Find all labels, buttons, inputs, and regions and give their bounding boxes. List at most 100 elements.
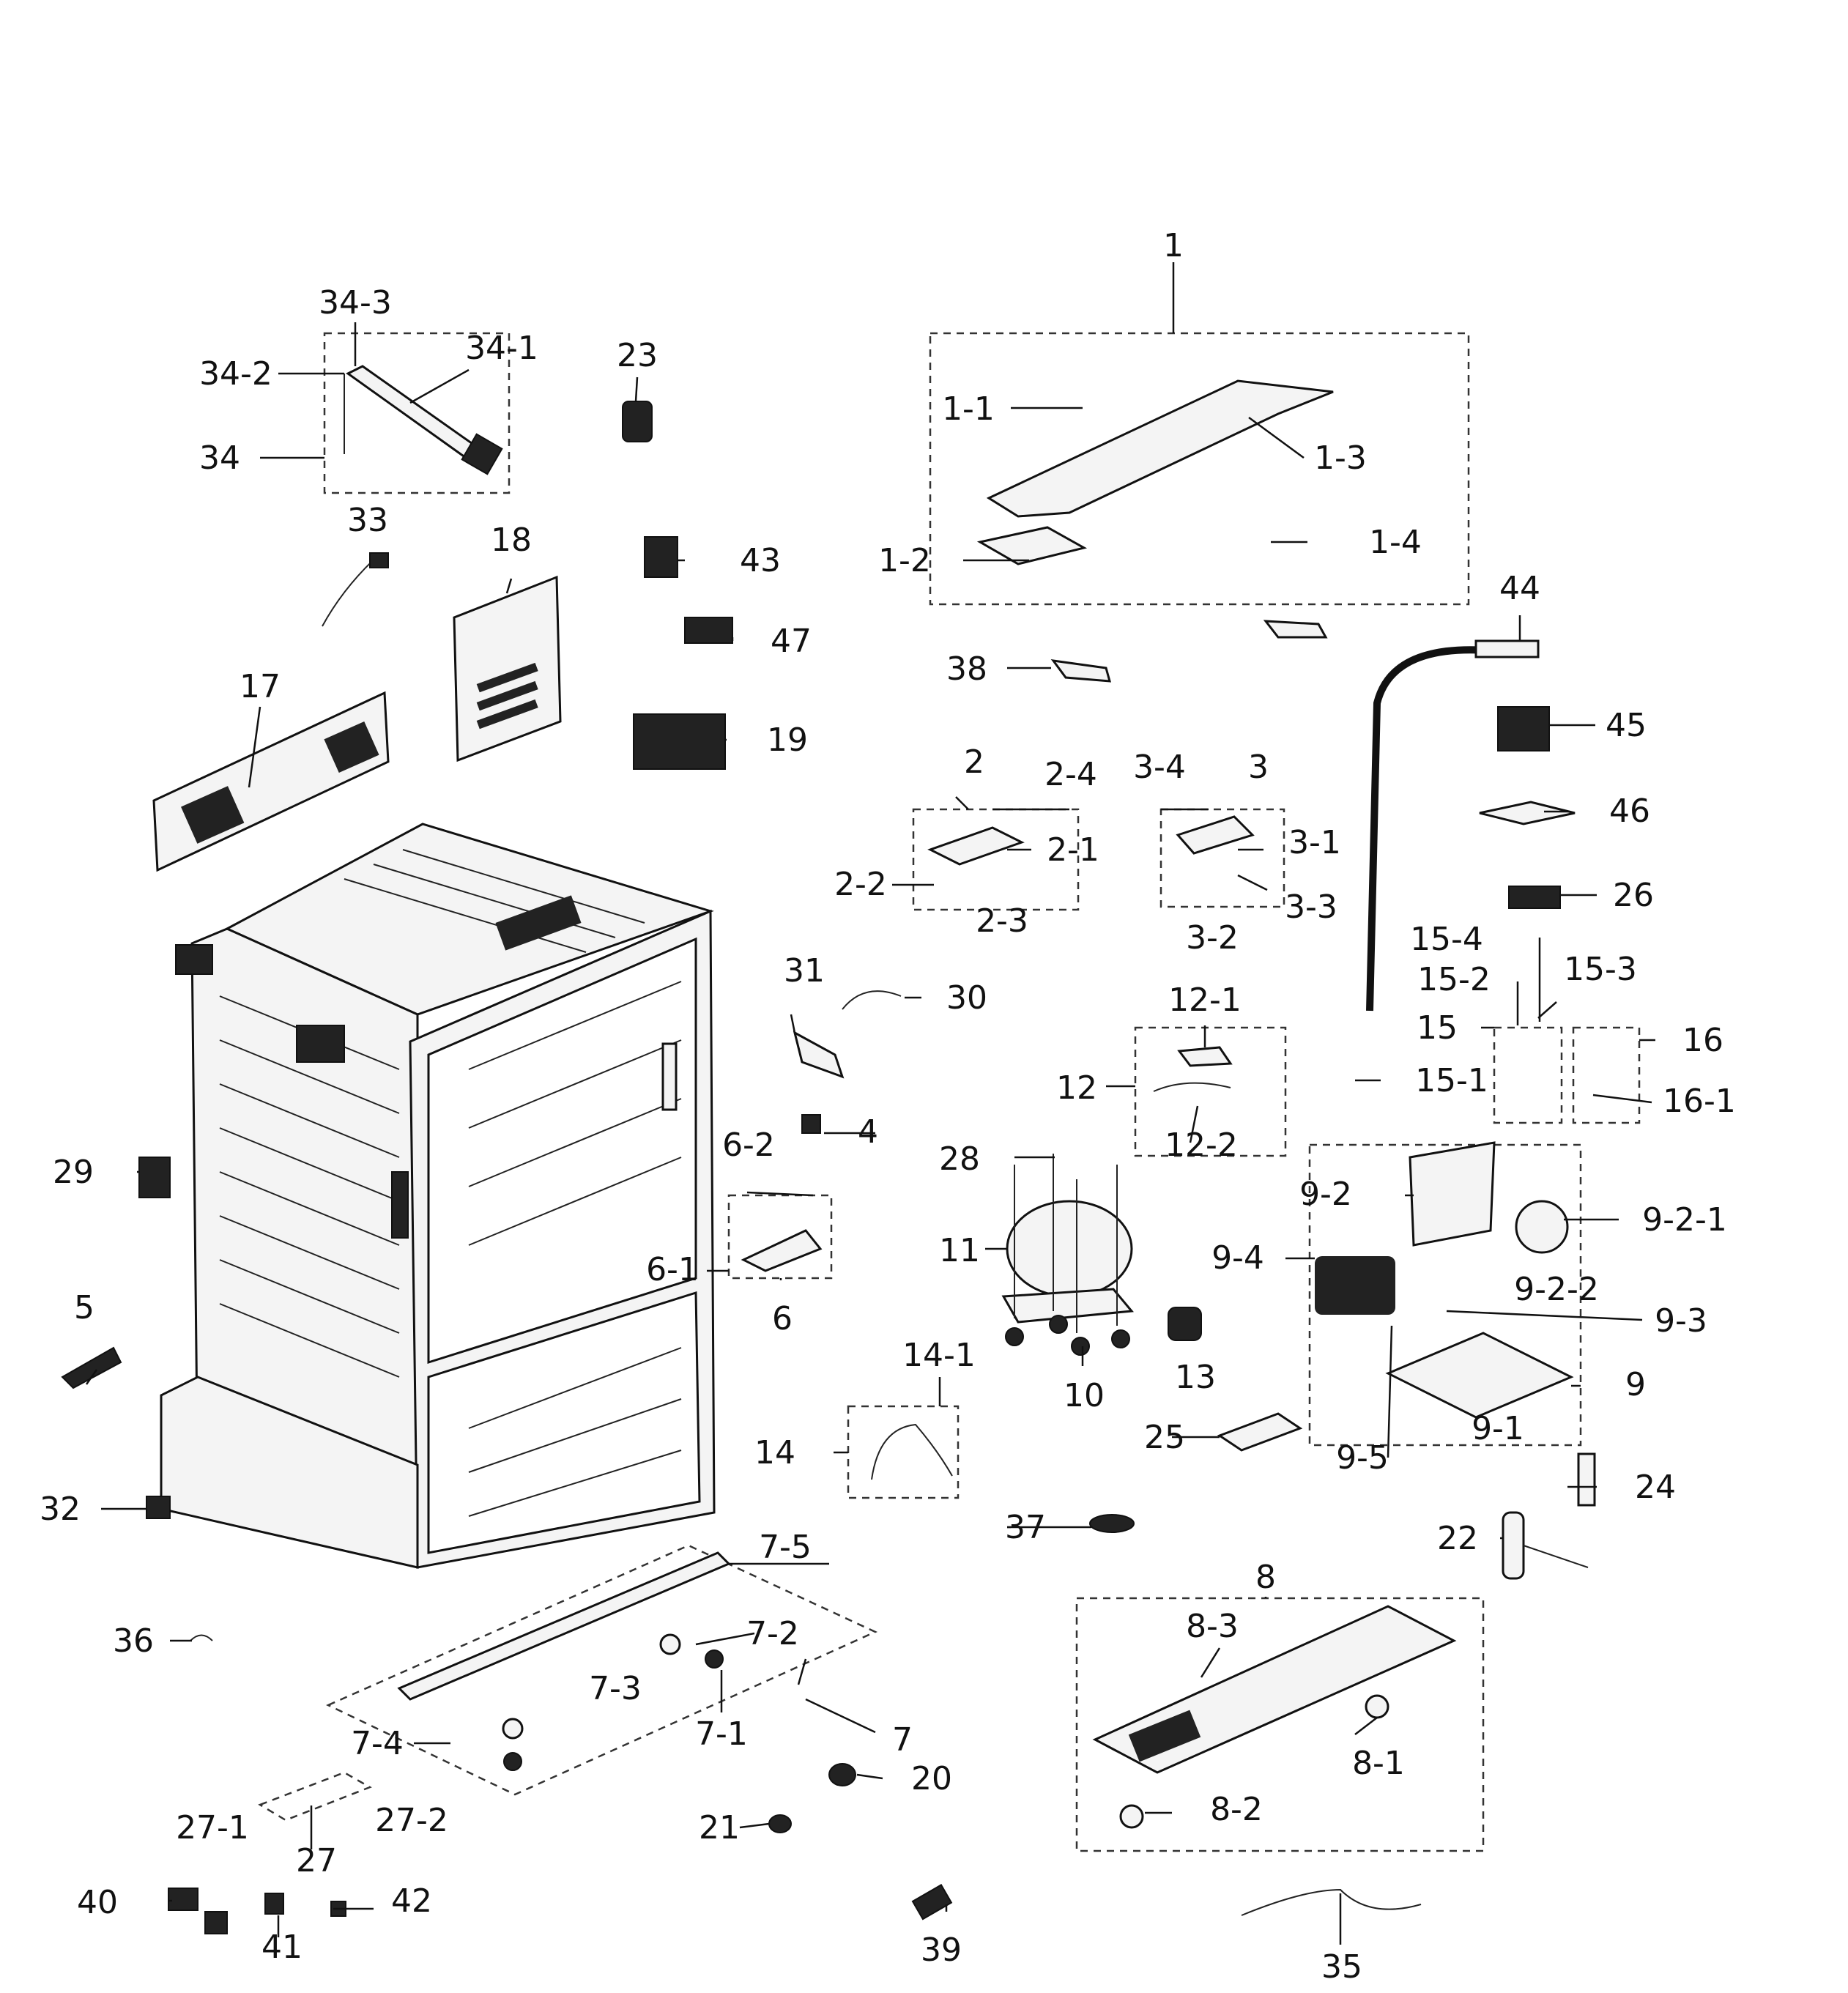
callout-7: 7 — [892, 1721, 913, 1759]
leader-lines — [85, 262, 1655, 1945]
callout-47: 47 — [771, 623, 812, 660]
part-8-1-roller — [1365, 1694, 1389, 1719]
callout-22: 22 — [1437, 1520, 1478, 1557]
callout-9-3: 9-3 — [1655, 1302, 1707, 1340]
group-box-3 — [1159, 808, 1285, 908]
part-6-1-hinge — [741, 1229, 823, 1272]
cabinet-front-switch — [391, 1171, 409, 1239]
callout-23: 23 — [617, 337, 658, 374]
part-2-1-plate — [927, 826, 1025, 866]
callout-6: 6 — [772, 1300, 793, 1337]
callout-9-4: 9-4 — [1211, 1239, 1264, 1277]
part-21-spring — [768, 1814, 792, 1833]
part-10-base — [1001, 1288, 1134, 1324]
callout-15-4: 15-4 — [1410, 921, 1483, 958]
part-26-clip — [1508, 886, 1561, 909]
callout-3-1: 3-1 — [1288, 824, 1341, 861]
callout-37: 37 — [1005, 1509, 1046, 1546]
callout-16: 16 — [1682, 1022, 1723, 1059]
part-7-5-rail — [397, 1551, 731, 1701]
callout-26: 26 — [1613, 877, 1654, 914]
group-box-16 — [1572, 1026, 1641, 1124]
callout-27-2: 27-2 — [375, 1802, 448, 1839]
group-box-14 — [847, 1405, 960, 1499]
callout-1-4: 1-4 — [1369, 524, 1422, 561]
part-32-clip — [146, 1496, 171, 1519]
callout-12-1: 12-1 — [1168, 981, 1242, 1019]
group-box-12 — [1134, 1026, 1287, 1157]
cabinet-side-bracket — [296, 1025, 345, 1063]
part-1-3-top-plate — [986, 379, 1334, 518]
part-10-grommet-4 — [1111, 1329, 1130, 1348]
callout-35: 35 — [1321, 1948, 1362, 1986]
part-45-valve — [1497, 706, 1550, 751]
callout-9-2-2: 9-2-2 — [1514, 1271, 1599, 1308]
callout-6-1: 6-1 — [646, 1251, 699, 1288]
part-40-clips-2 — [204, 1911, 228, 1934]
part-44-tube-cap — [1474, 639, 1540, 658]
part-5-hinge — [61, 1346, 122, 1389]
callout-8-3: 8-3 — [1186, 1608, 1239, 1645]
part-47-pcb — [684, 617, 733, 644]
callout-9-5: 9-5 — [1336, 1439, 1389, 1477]
part-9-2-fan-shroud — [1409, 1141, 1496, 1247]
callout-41: 41 — [261, 1929, 303, 1966]
callout-7-1: 7-1 — [695, 1715, 748, 1753]
part-31-holder — [793, 1031, 845, 1079]
part-14-tube — [871, 1423, 953, 1480]
callout-3-2: 3-2 — [1186, 919, 1239, 957]
callout-34: 34 — [199, 439, 240, 477]
callout-3-4: 3-4 — [1133, 749, 1186, 786]
callout-6-2: 6-2 — [722, 1127, 775, 1164]
part-35-wire-harness — [1241, 1888, 1422, 1916]
callout-15-2: 15-2 — [1417, 961, 1491, 998]
cabinet-interior-upper — [427, 937, 697, 1365]
part-7-4-roller — [502, 1718, 524, 1740]
callout-34-2: 34-2 — [199, 355, 272, 393]
part-4-cap — [801, 1114, 821, 1134]
callout-38: 38 — [946, 650, 987, 688]
callout-25: 25 — [1144, 1419, 1185, 1456]
part-7-4-leveler — [503, 1752, 522, 1771]
group-box-34 — [323, 332, 511, 494]
callout-12: 12 — [1056, 1069, 1097, 1107]
part-46-plate — [1479, 801, 1576, 825]
part-28-bolts — [1014, 1154, 1118, 1333]
part-39-fitting — [911, 1884, 953, 1920]
part-11-compressor — [1006, 1200, 1133, 1298]
small-parts — [61, 401, 1596, 1934]
callout-27: 27 — [296, 1842, 337, 1879]
callout-28: 28 — [939, 1140, 980, 1178]
group-boxes — [258, 332, 1641, 1852]
part-19-main-pcb — [633, 713, 726, 770]
part-8-2-roller — [1119, 1804, 1144, 1829]
callout-46: 46 — [1609, 793, 1650, 830]
part-41-screw — [264, 1893, 284, 1915]
part-25-heater — [1217, 1412, 1303, 1452]
callout-19: 19 — [767, 721, 808, 759]
callout-2-1: 2-1 — [1047, 831, 1099, 869]
callout-3-3: 3-3 — [1285, 888, 1337, 926]
part-1-2-plate — [976, 526, 1088, 565]
callout-9-2-1: 9-2-1 — [1642, 1201, 1727, 1239]
callout-7-5: 7-5 — [759, 1529, 812, 1566]
part-40-clips — [168, 1888, 198, 1911]
callout-40: 40 — [77, 1884, 118, 1921]
callout-31: 31 — [784, 952, 825, 990]
callout-15-3: 15-3 — [1564, 951, 1637, 988]
callout-15: 15 — [1417, 1009, 1458, 1047]
part-38-bracket — [1050, 659, 1112, 683]
plates-and-rails — [397, 379, 1457, 1829]
callout-43: 43 — [740, 542, 781, 579]
part-30-wire — [842, 990, 902, 1010]
callout-12-2: 12-2 — [1165, 1127, 1238, 1164]
callout-11: 11 — [939, 1232, 980, 1269]
callout-20: 20 — [911, 1760, 952, 1797]
callout-21: 21 — [699, 1809, 740, 1847]
part-17-rear-panel — [152, 691, 390, 872]
part-22-tube — [1523, 1545, 1589, 1568]
callout-32: 32 — [40, 1491, 81, 1528]
callout-34-1: 34-1 — [465, 330, 538, 367]
cabinet-front-handle-slot — [661, 1042, 678, 1111]
